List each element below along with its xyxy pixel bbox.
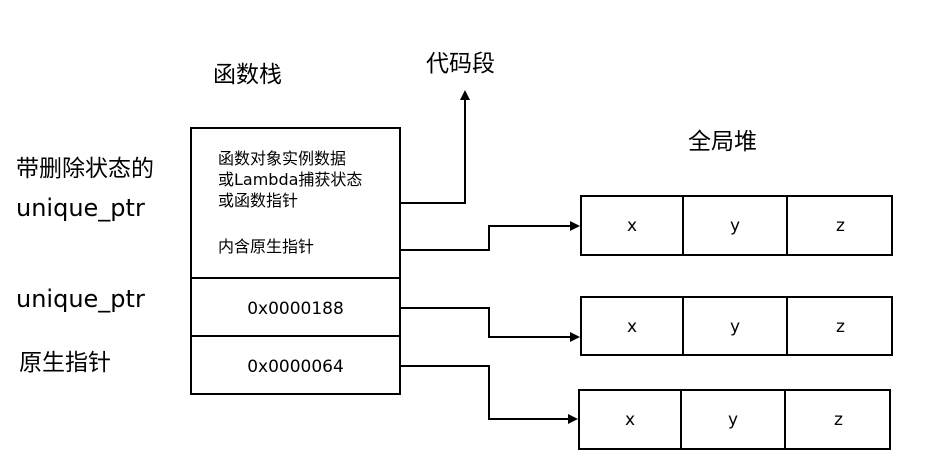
raw-pointer-label: 原生指针 (19, 350, 111, 376)
arrow-to-code-segment (399, 90, 470, 204)
deleter-state-line2: 或Lambda捕获状态 (218, 170, 363, 189)
unique-ptr-with-deleter-label-line2: unique_ptr (16, 194, 145, 222)
arrow-to-heap-object-1 (399, 221, 580, 251)
heap-object-3 (578, 389, 891, 450)
heap-object-1-cell-y: y (729, 216, 741, 236)
heap-object-2-cell-z: z (836, 317, 845, 337)
unique-ptr-address: 0x0000188 (247, 299, 344, 319)
heap-object-3-cell-y: y (727, 410, 739, 430)
heap-object-1-cell-x: x (626, 216, 638, 236)
heap-object-1-dividers (682, 195, 788, 256)
heap-object-2-dividers (682, 296, 788, 356)
heap-object-1-cell-z: z (836, 216, 845, 236)
heap-object-2 (580, 296, 893, 356)
heap-object-2-cell-x: x (626, 317, 638, 337)
heap-object-3-dividers (680, 389, 786, 450)
function-stack-title: 函数栈 (213, 62, 282, 88)
unique-ptr-with-deleter-label-line1: 带删除状态的 (16, 156, 154, 182)
heap-object-3-cell-x: x (624, 410, 636, 430)
stack-frame-unique-ptr-with-deleter: 函数对象实例数据 或Lambda捕获状态 或函数指针 内含原生指针 (190, 127, 401, 279)
unique-ptr-label: unique_ptr (16, 285, 145, 313)
stack-frame-unique-ptr: 0x0000188 (190, 277, 401, 337)
heap-object-3-cell-z: z (834, 410, 843, 430)
heap-object-2-cell-y: y (729, 317, 741, 337)
global-heap-title: 全局堆 (688, 129, 757, 155)
arrow-to-heap-object-2 (399, 307, 580, 342)
stack-frame-raw-pointer: 0x0000064 (190, 335, 401, 395)
contained-raw-pointer-label: 内含原生指针 (218, 237, 315, 256)
arrow-to-heap-object-3 (399, 365, 578, 424)
code-segment-title: 代码段 (426, 51, 495, 77)
deleter-state-line3: 或函数指针 (218, 191, 299, 210)
raw-pointer-address: 0x0000064 (247, 357, 344, 377)
deleter-state-line1: 函数对象实例数据 (218, 149, 347, 168)
heap-object-1 (580, 195, 893, 256)
